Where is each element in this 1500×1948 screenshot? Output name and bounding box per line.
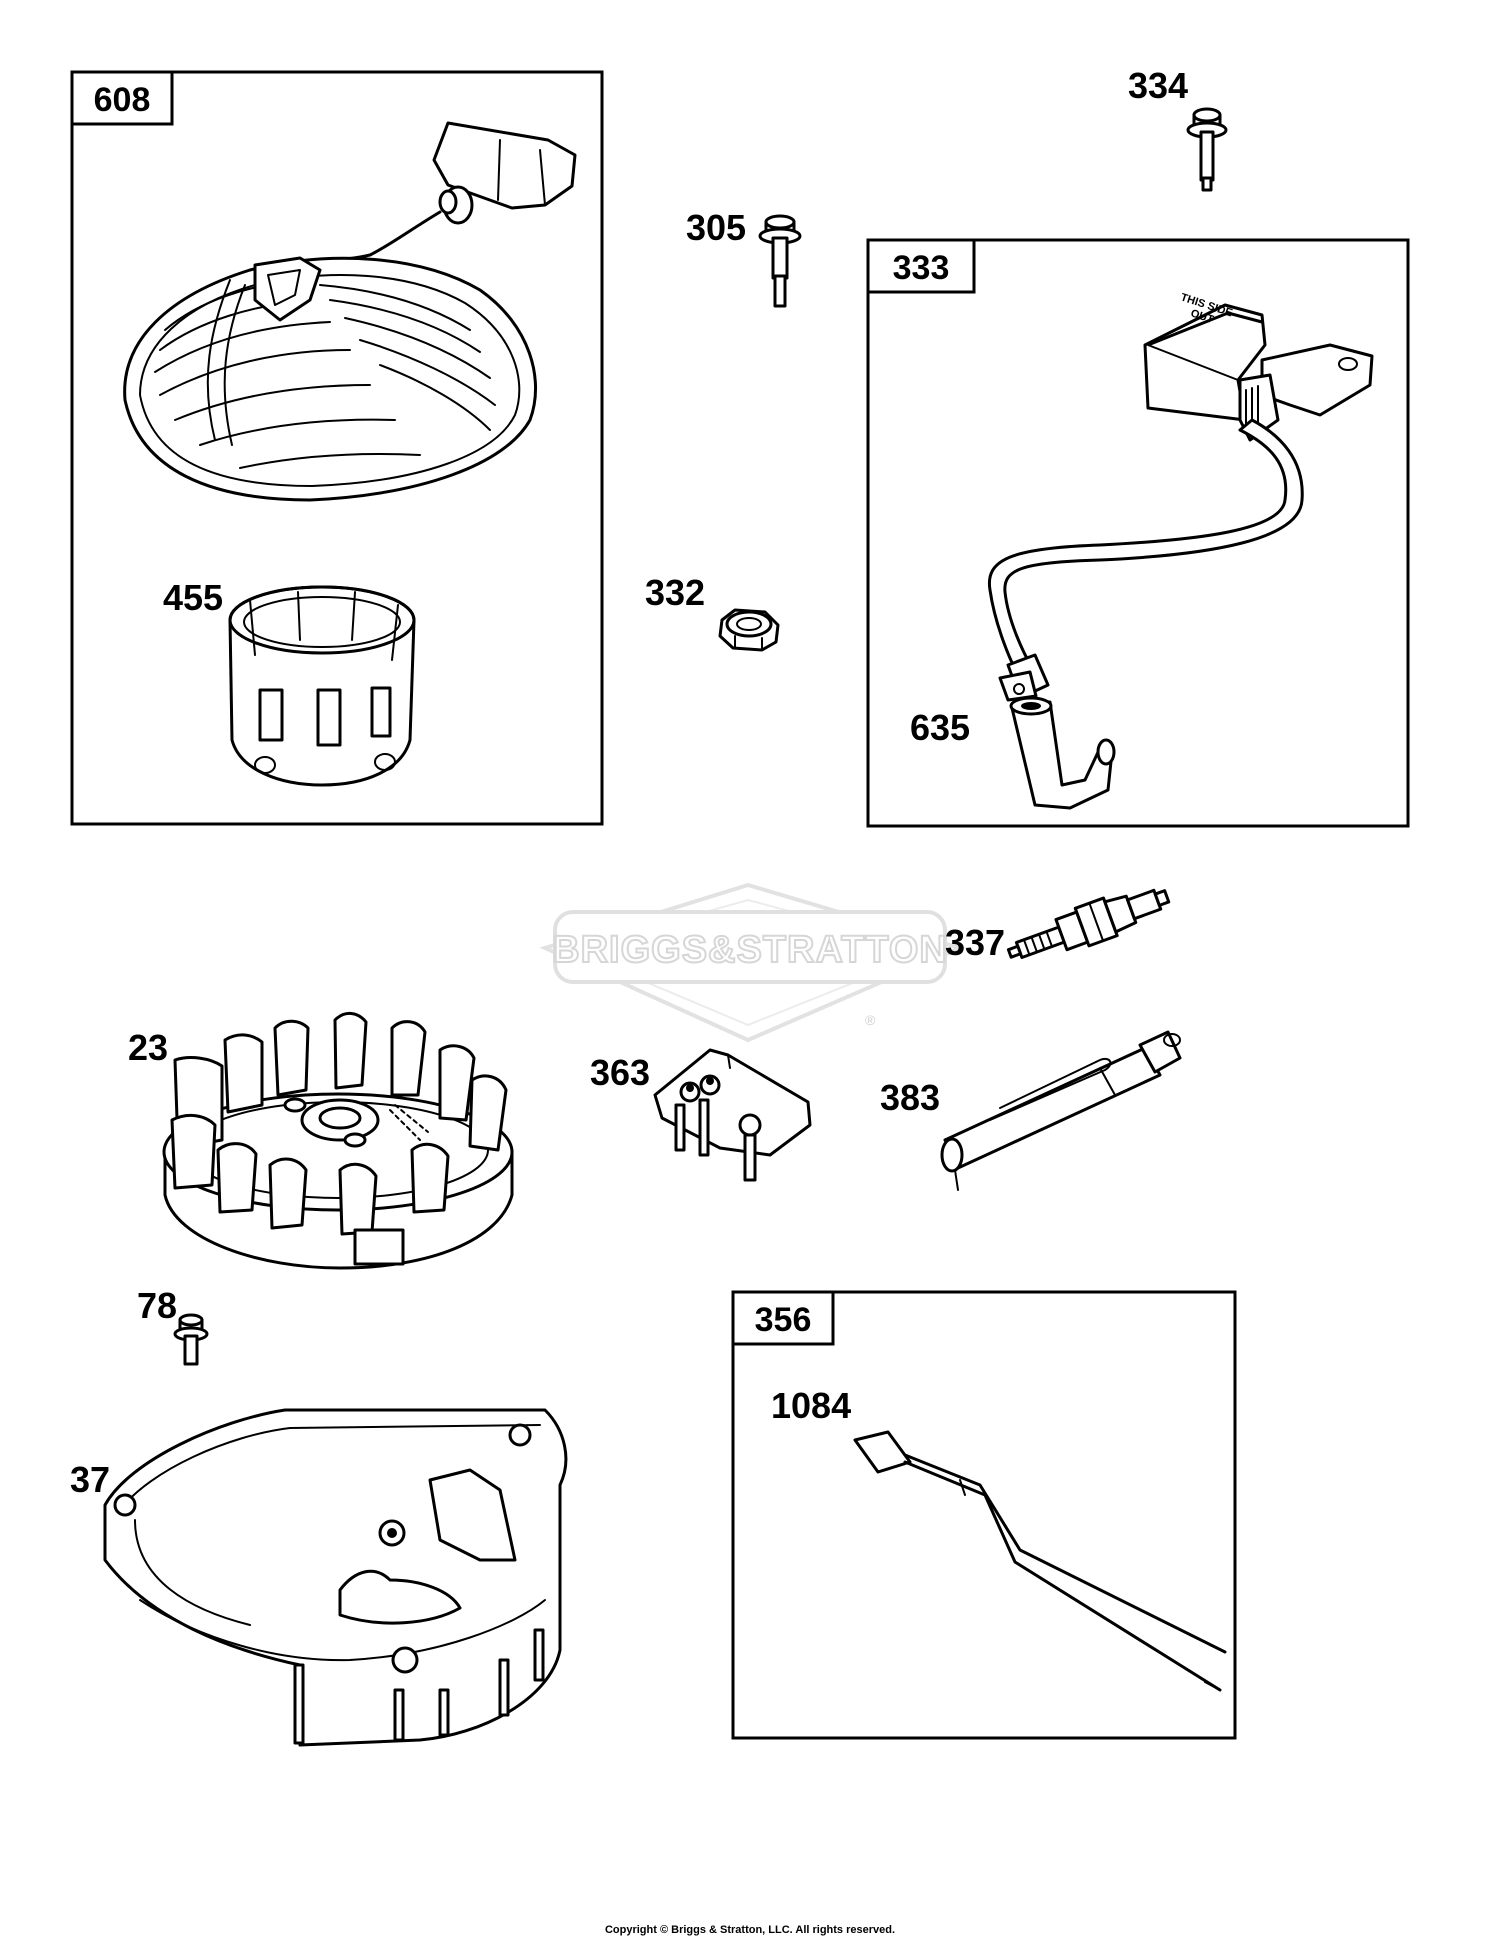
part-334-screw-drawing bbox=[1186, 107, 1228, 192]
part-1084-wire-harness-drawing bbox=[853, 1430, 1227, 1692]
part-383-tool-drawing bbox=[940, 1030, 1182, 1191]
part-305-screw-drawing bbox=[758, 214, 802, 308]
part-635-boot-drawing bbox=[1009, 696, 1116, 810]
kit-box-608: 608 bbox=[70, 70, 604, 826]
callout-363: 363 bbox=[590, 1052, 650, 1093]
callout-383: 383 bbox=[880, 1077, 940, 1118]
callout-337: 337 bbox=[945, 922, 1005, 963]
ignition-coil-drawing: THIS SIDE OUT bbox=[987, 291, 1374, 702]
part-363-bracket-drawing bbox=[653, 1048, 812, 1182]
callout-78: 78 bbox=[137, 1285, 177, 1326]
callout-23: 23 bbox=[128, 1027, 168, 1068]
kit-label-333: 333 bbox=[893, 249, 950, 287]
watermark-brand: BRIGGS&STRATTON bbox=[552, 929, 948, 971]
callout-305: 305 bbox=[686, 207, 746, 248]
briggs-stratton-watermark: BRIGGS&STRATTON ® bbox=[539, 882, 966, 1043]
rewind-starter-drawing bbox=[123, 121, 577, 502]
callout-332: 332 bbox=[645, 572, 705, 613]
part-332-nut-drawing bbox=[718, 608, 780, 652]
kit-box-356: 356 bbox=[731, 1290, 1237, 1740]
callout-635: 635 bbox=[910, 707, 970, 748]
callout-37: 37 bbox=[70, 1459, 110, 1500]
callout-334: 334 bbox=[1128, 65, 1188, 106]
kit-label-356: 356 bbox=[755, 1301, 812, 1339]
callout-455: 455 bbox=[163, 577, 223, 618]
part-337-spark-plug-drawing bbox=[1006, 888, 1171, 960]
part-37-blower-housing-drawing bbox=[103, 1408, 568, 1747]
copyright-notice: Copyright © Briggs & Stratton, LLC. All … bbox=[604, 1924, 896, 1936]
part-23-flywheel-drawing bbox=[162, 1012, 514, 1270]
kit-box-333: 333 bbox=[866, 238, 1410, 828]
part-455-starter-cup-drawing bbox=[228, 585, 416, 787]
kit-label-608: 608 bbox=[94, 81, 151, 119]
callout-1084: 1084 bbox=[771, 1385, 851, 1426]
watermark-registered-mark: ® bbox=[865, 1012, 876, 1028]
part-78-screw-drawing bbox=[173, 1313, 209, 1366]
